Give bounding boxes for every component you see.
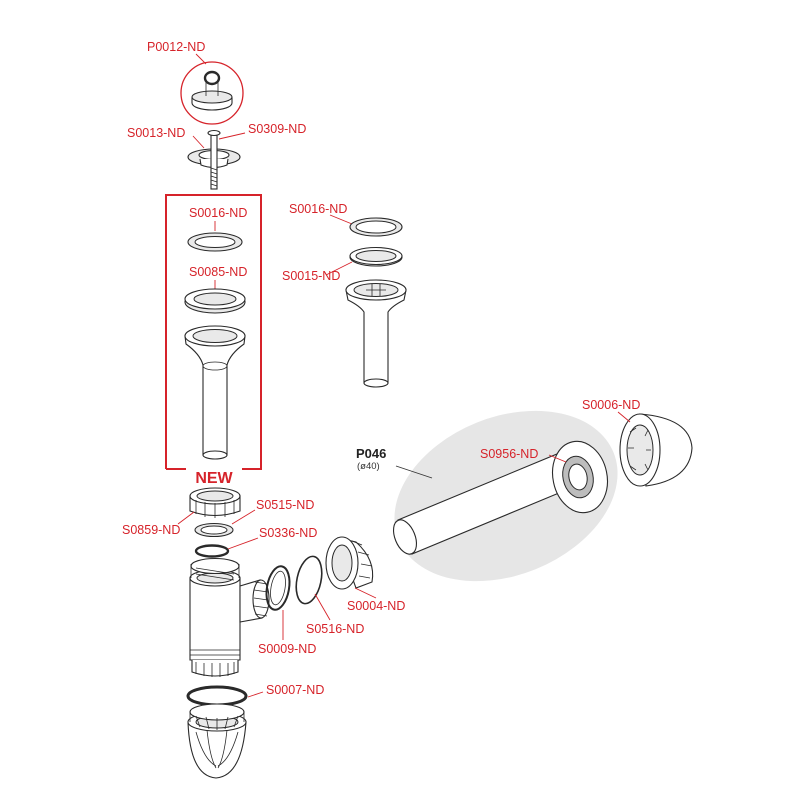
label-p0012: P0012-ND	[147, 40, 205, 54]
leader-s0859	[177, 511, 195, 525]
tailpiece-body	[184, 335, 246, 456]
nut-s0004	[325, 536, 374, 590]
leader-s0007	[247, 691, 264, 698]
tailpiece-opening	[192, 329, 238, 343]
leader-s0515	[231, 509, 256, 525]
label-s0016-alt: S0016-ND	[289, 202, 347, 216]
cap-s0006	[619, 413, 693, 487]
plug-cap	[191, 90, 233, 104]
nut-s0859	[189, 487, 241, 518]
leader-p0012	[195, 53, 207, 65]
leader-s0309	[218, 132, 246, 140]
label-s0016-kit: S0016-ND	[189, 206, 247, 220]
ring-s0016-kit	[187, 232, 243, 252]
plug-p0012	[180, 61, 244, 125]
leader-s0004	[354, 587, 377, 599]
ring-s0336	[194, 544, 230, 558]
leader-s0956	[548, 454, 567, 463]
cup-bottom	[187, 703, 247, 779]
label-s0516: S0516-ND	[306, 622, 364, 636]
new-badge: NEW	[195, 470, 233, 487]
leader-s0006	[617, 411, 631, 423]
trap-outlet-thread	[253, 581, 269, 617]
label-s0085: S0085-ND	[189, 265, 247, 279]
label-s0006: S0006-ND	[582, 398, 640, 412]
ring-s0516	[295, 555, 323, 605]
gasket-s0007	[186, 685, 248, 707]
leader-s0336	[227, 537, 259, 550]
leader-s0013	[192, 135, 205, 149]
gasket-s0085	[184, 288, 246, 314]
ring-s0016-alt	[349, 217, 403, 237]
label-s0859: S0859-ND	[122, 523, 180, 537]
rosette-s0956	[551, 440, 609, 514]
label-s0309: S0309-ND	[248, 122, 306, 136]
screw-thread	[210, 167, 218, 187]
tailpiece-new	[184, 325, 246, 460]
leader-p046	[395, 465, 433, 479]
pipe-end	[392, 519, 418, 555]
label-p046: P046	[356, 446, 386, 461]
new-kit-frame	[165, 194, 262, 470]
label-s0007: S0007-ND	[266, 683, 324, 697]
label-s0515: S0515-ND	[256, 498, 314, 512]
plug-stem	[205, 82, 219, 96]
tailpiece-alt	[345, 279, 407, 388]
label-s0336: S0336-ND	[259, 526, 317, 540]
label-s0004: S0004-ND	[347, 599, 405, 613]
label-s0009: S0009-ND	[258, 642, 316, 656]
strainer-s0013	[187, 129, 241, 190]
leader-s0015	[325, 261, 353, 276]
leader-s0016-alt	[329, 214, 353, 225]
tailpiece-end	[202, 450, 228, 460]
leader-s0516	[314, 593, 331, 621]
washer-s0009	[265, 565, 291, 611]
washer-s0515	[194, 522, 234, 538]
label-p046-diameter: (ø40)	[357, 461, 380, 472]
tailpiece-rim	[202, 361, 228, 371]
label-s0015: S0015-ND	[282, 269, 340, 283]
ring-s0015	[349, 246, 403, 267]
pipe-p046	[392, 453, 572, 555]
bottle-trap-body	[189, 557, 270, 677]
screw-head	[207, 129, 221, 137]
plug-ring	[203, 70, 221, 86]
label-s0013: S0013-ND	[127, 126, 185, 140]
label-s0956: S0956-ND	[480, 447, 538, 461]
trap-bottle	[189, 577, 241, 661]
